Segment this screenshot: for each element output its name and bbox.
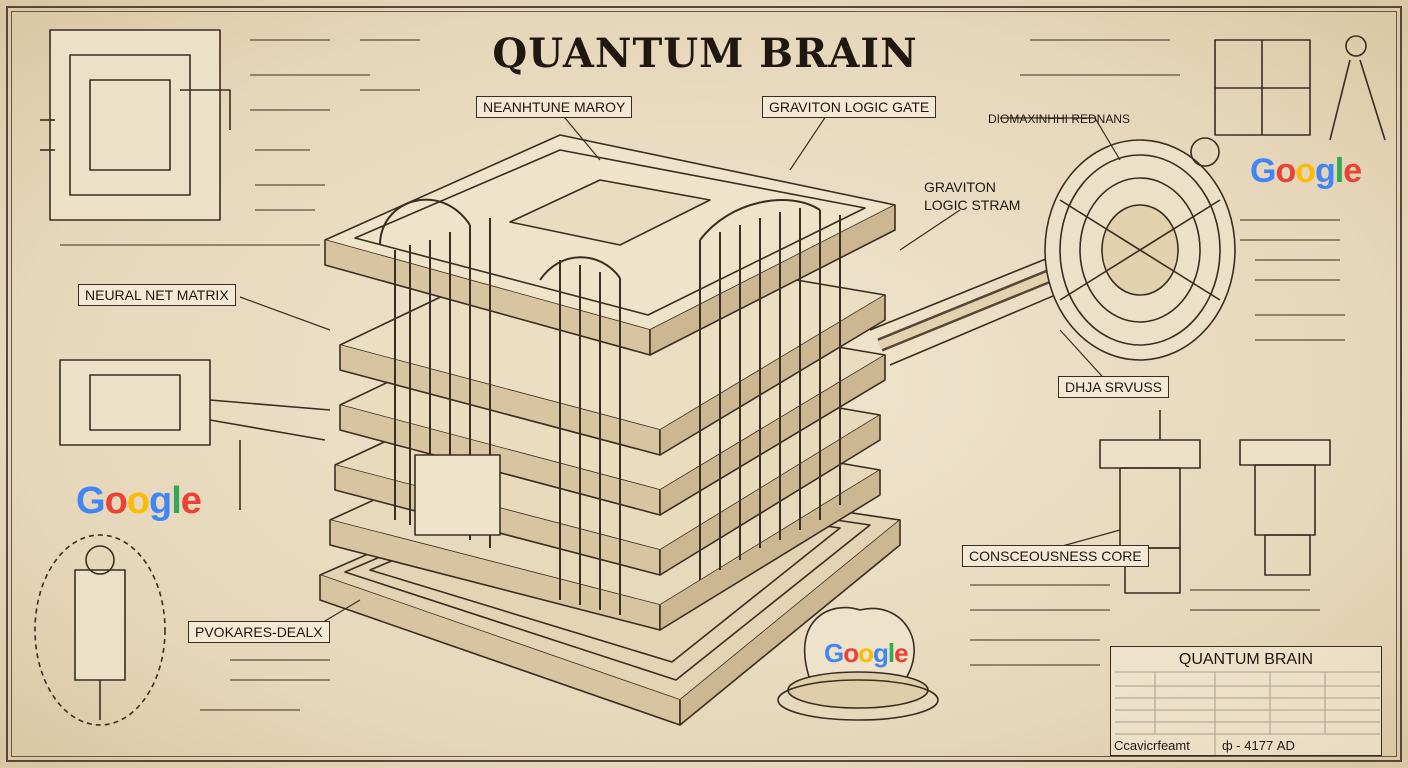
label-dna: DHJA SRVUSS (1058, 376, 1169, 398)
outer-border (6, 6, 1402, 762)
brand-letter: g (149, 480, 172, 522)
brand-letter: l (1334, 152, 1345, 190)
left-machine (59, 359, 331, 510)
ring-device (1044, 137, 1236, 361)
brand-letter: o (1275, 152, 1296, 190)
brand-letter: o (126, 480, 150, 522)
bottom-dome (777, 606, 939, 721)
title-block: QUANTUM BRAIN (1110, 646, 1382, 756)
label-memory: NEANHTUNE MAROY (476, 96, 633, 118)
brand-letter: e (894, 638, 909, 668)
label-graviton-gate: GRAVITON LOGIC GATE (762, 96, 937, 118)
inner-border (11, 11, 1397, 757)
label-graviton-stream-line2: LOGIC STRAM (924, 197, 1021, 213)
label-neural-net: NEURAL NET MATRIX (78, 284, 236, 306)
label-consciousness: CONSCEOUSNESS CORE (962, 545, 1149, 567)
label-graviton-stream-line1: GRAVITON (924, 179, 996, 195)
bottom-left-valve (34, 534, 166, 726)
title-block-title: QUANTUM BRAIN (1178, 651, 1314, 668)
google-logo-left: Google (76, 480, 202, 523)
brand-letter: o (858, 638, 874, 668)
google-logo-dome: Google (824, 638, 909, 669)
label-workares: PVOKARES-DEALX (188, 621, 330, 643)
brand-letter: o (843, 638, 859, 668)
brand-letter: G (1250, 152, 1276, 190)
top-right-instruments (1214, 35, 1386, 141)
right-components (1099, 410, 1331, 594)
title-block-footer-right: ф - 4177 AD (1222, 738, 1295, 753)
brand-letter: l (887, 638, 895, 668)
title-block-footer-left: Ccavicrfeamt (1114, 738, 1190, 753)
device-chip (414, 454, 501, 536)
brand-letter: g (873, 638, 889, 668)
page-title: QUANTUM BRAIN (492, 30, 918, 77)
brand-letter: l (171, 480, 182, 522)
brand-letter: e (180, 480, 202, 522)
label-top-right: DIOMAXINHHI REDNANS (988, 112, 1131, 126)
google-logo-right: Google (1250, 152, 1362, 191)
brand-letter: g (1315, 152, 1336, 190)
brand-letter: G (76, 480, 106, 522)
brand-letter: G (824, 638, 844, 668)
top-left-machine (40, 29, 231, 221)
equation-scribbles (60, 39, 1345, 711)
brand-letter: o (1295, 152, 1316, 190)
brand-letter: e (1343, 152, 1362, 190)
brand-letter: o (104, 480, 128, 522)
